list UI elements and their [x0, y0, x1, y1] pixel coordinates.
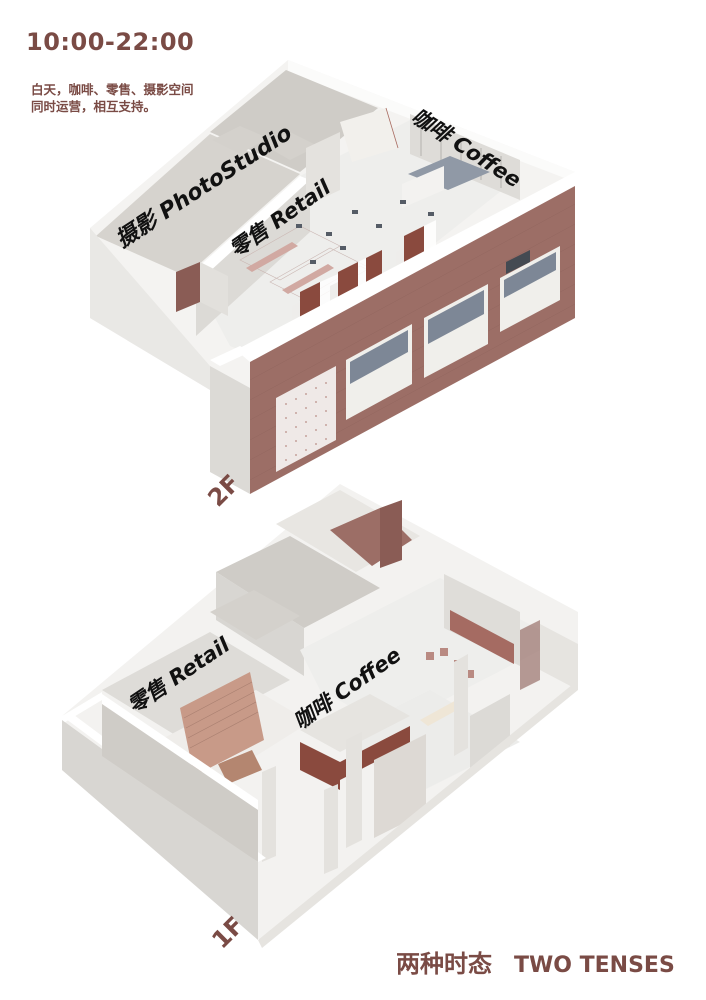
footer-title-cn: 两种时态: [396, 950, 492, 978]
floor-2f-model: [90, 60, 576, 494]
facade-windows-2f: [346, 246, 560, 420]
opening-hours: 10:00-22:00: [26, 28, 195, 56]
description: 白天，咖啡、零售、摄影空间 同时运营，相互支持。: [31, 81, 194, 115]
footer-title: 两种时态 TWO TENSES: [396, 944, 675, 979]
floor-1f-model: [62, 484, 578, 948]
footer-title-en: TWO TENSES: [514, 953, 675, 978]
description-line-1: 白天，咖啡、零售、摄影空间: [31, 82, 194, 97]
description-line-2: 同时运营，相互支持。: [31, 99, 157, 114]
